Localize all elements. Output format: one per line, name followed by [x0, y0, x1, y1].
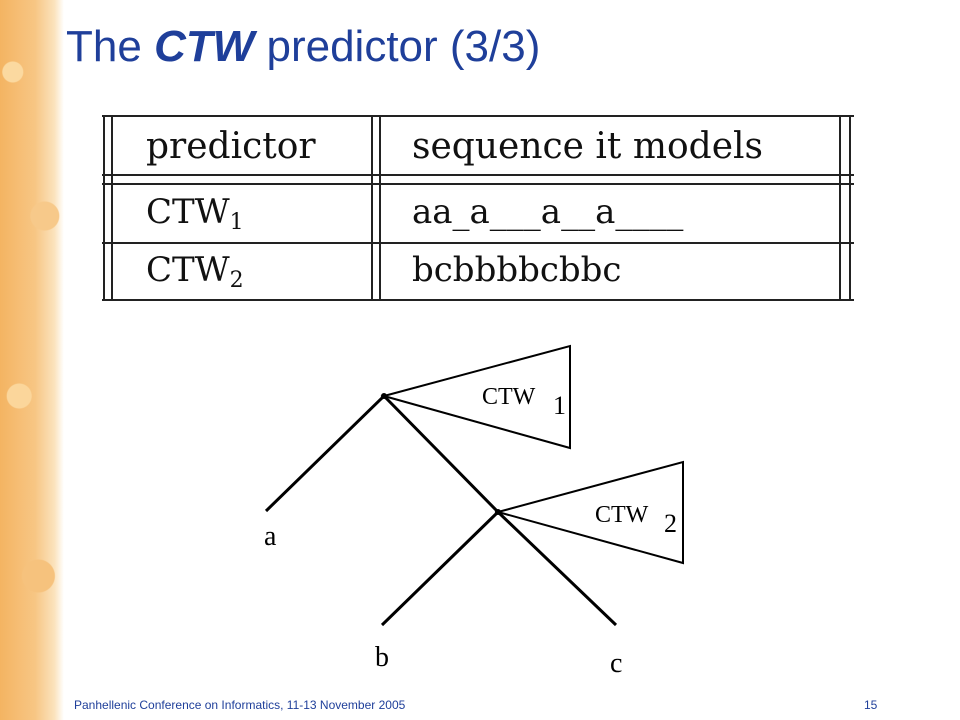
row1-predictor-name: CTW: [146, 192, 230, 232]
ctw2-index: 2: [664, 509, 677, 538]
header-sequence: sequence it models: [412, 126, 763, 167]
row1-predictor: CTW1: [146, 192, 244, 235]
predictor-table: predictor sequence it models CTW1 aa_a__…: [102, 114, 854, 302]
ctw1-subtree-triangle: [380, 344, 571, 450]
leaf-label-c: c: [610, 648, 622, 679]
ctw2-subtree-triangle: [494, 460, 684, 565]
leaf-label-a: a: [264, 521, 277, 552]
header-predictor: predictor: [146, 126, 316, 167]
branch-a: [264, 394, 386, 513]
title-suffix: predictor (3/3): [266, 22, 541, 71]
row2-predictor: CTW2: [146, 250, 244, 293]
branch-b: [380, 510, 500, 627]
inner-node: [495, 509, 501, 515]
ctw1-index: 1: [553, 391, 566, 420]
row2-predictor-name: CTW: [146, 250, 230, 290]
row2-predictor-subscript: 2: [229, 268, 244, 293]
slide-title: The CTW predictor (3/3): [66, 22, 540, 72]
branch-inner: [382, 394, 500, 514]
title-emphasis: CTW: [154, 22, 255, 71]
ctw2-label: CTW: [595, 502, 649, 528]
row1-predictor-subscript: 1: [229, 210, 244, 235]
table-grid-lines: [102, 115, 854, 301]
root-node: [381, 393, 387, 399]
branch-c: [496, 510, 618, 627]
footer-conference: Panhellenic Conference on Informatics, 1…: [74, 698, 406, 712]
leaf-label-b: b: [375, 642, 389, 673]
row2-sequence: bcbbbbcbbc: [412, 250, 622, 290]
page-number: 15: [864, 698, 878, 712]
ctw1-label: CTW: [482, 384, 536, 410]
decorative-side-band: [0, 0, 64, 720]
title-prefix: The: [66, 22, 142, 71]
row1-sequence: aa_a___a__a____: [412, 192, 684, 232]
